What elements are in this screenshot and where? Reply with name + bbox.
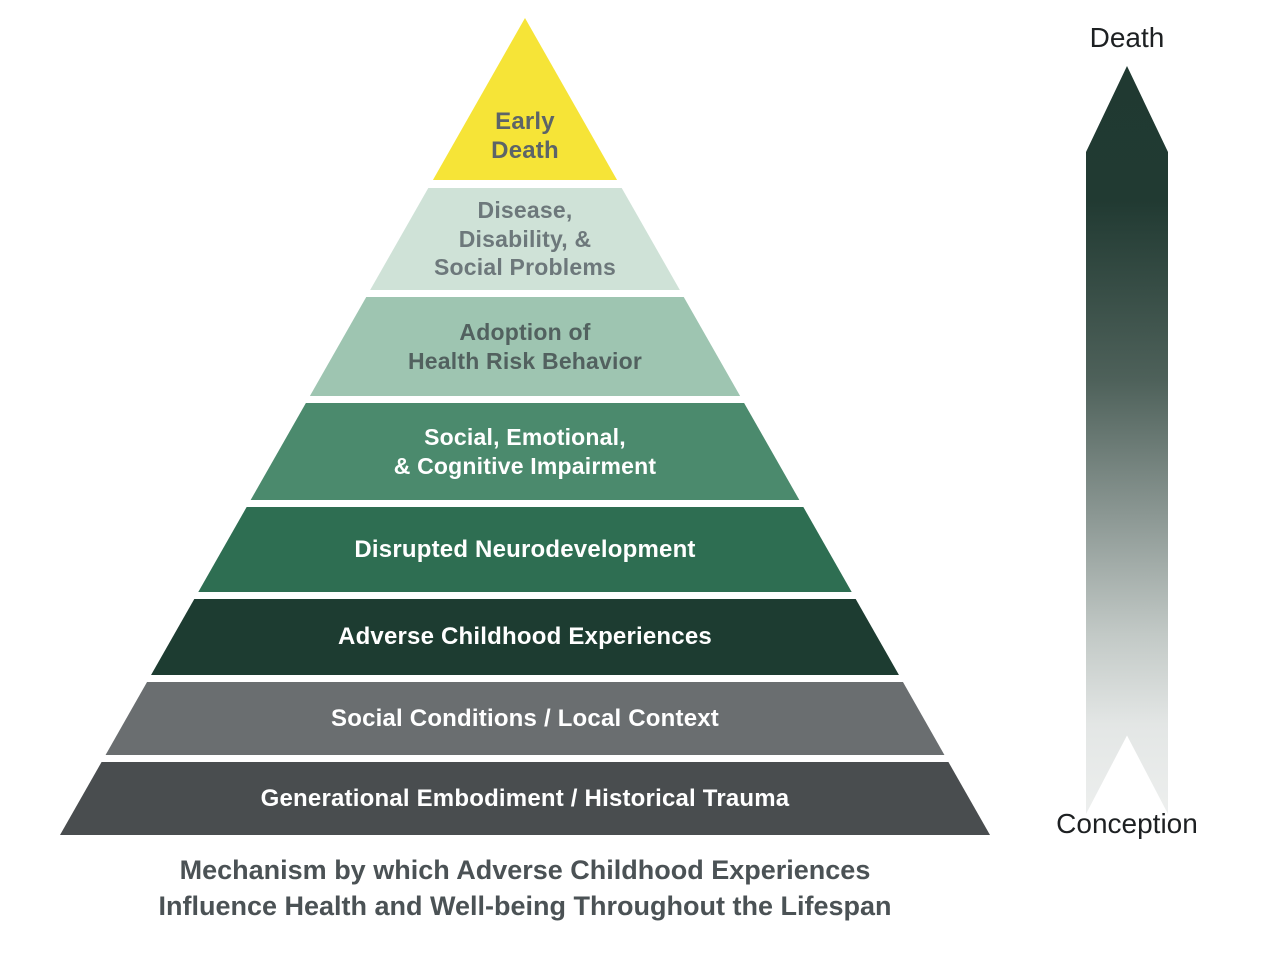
pyramid-layer-adverse-childhood-experiences: Adverse Childhood Experiences	[151, 599, 899, 675]
layer-label-health-risk-behavior: Adoption of Health Risk Behavior	[407, 318, 643, 374]
pyramid-layer-disease-disability: Disease, Disability, & Social Problems	[370, 188, 680, 290]
pyramid-layer-social-conditions: Social Conditions / Local Context	[105, 682, 945, 755]
arrow-death-label: Death	[1089, 22, 1165, 53]
aces-pyramid: Early Death Disease, Disability, & Socia…	[60, 18, 990, 835]
layer-label-social-conditions: Social Conditions / Local Context	[331, 704, 719, 732]
pyramid-layer-disrupted-neurodevelopment: Disrupted Neurodevelopment	[198, 507, 852, 592]
pyramid-layer-health-risk-behavior: Adoption of Health Risk Behavior	[309, 297, 741, 396]
layer-label-cognitive-impairment: Social, Emotional, & Cognitive Impairmen…	[393, 423, 657, 479]
layer-label-disease-disability: Disease, Disability, & Social Problems	[434, 197, 616, 281]
layer-label-generational-embodiment: Generational Embodiment / Historical Tra…	[260, 784, 790, 812]
diagram-caption: Mechanism by which Adverse Childhood Exp…	[158, 855, 892, 921]
pyramid-layer-generational-embodiment: Generational Embodiment / Historical Tra…	[60, 762, 990, 835]
layer-label-disrupted-neurodevelopment: Disrupted Neurodevelopment	[354, 535, 696, 563]
arrow-conception-label: Conception	[1056, 808, 1198, 839]
layer-label-early-death: Early Death	[491, 107, 559, 165]
pyramid-layer-early-death: Early Death	[432, 18, 618, 180]
lifespan-gradient-arrow	[1086, 66, 1168, 814]
layer-label-adverse-childhood-experiences: Adverse Childhood Experiences	[338, 623, 712, 651]
pyramid-layer-cognitive-impairment: Social, Emotional, & Cognitive Impairmen…	[250, 403, 800, 500]
